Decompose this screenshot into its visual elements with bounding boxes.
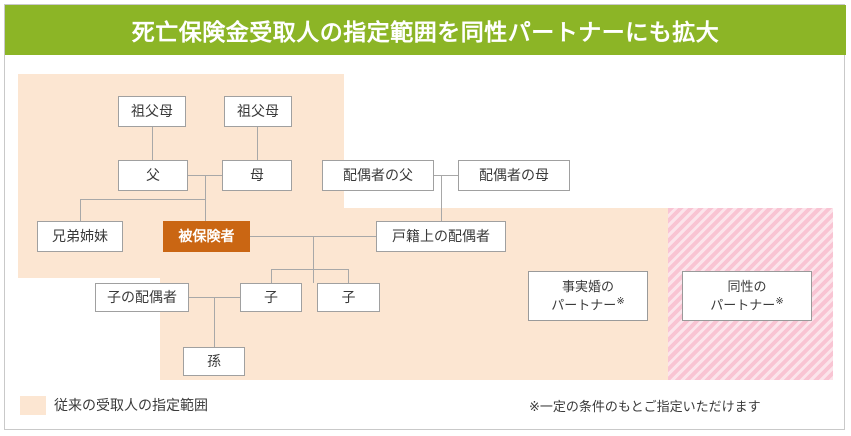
partner-label-line2: パートナー※ <box>551 296 625 313</box>
connector-grandparents-maternal-to-mother <box>257 127 258 160</box>
connector-sibling-branch <box>80 199 206 200</box>
node-label: 父 <box>146 166 160 183</box>
node-same-sex-partner[interactable]: 同性の パートナー※ <box>682 271 812 321</box>
node-siblings[interactable]: 兄弟姉妹 <box>37 221 123 252</box>
node-child-1[interactable]: 子 <box>240 283 302 312</box>
node-label: 配偶者の母 <box>479 166 549 183</box>
connector-grandchild-drop <box>214 297 215 347</box>
node-father[interactable]: 父 <box>118 160 188 191</box>
node-label: 母 <box>250 166 264 183</box>
connector-children-bus <box>271 269 349 270</box>
node-grandchild[interactable]: 孫 <box>183 347 245 376</box>
node-label: 戸籍上の配偶者 <box>392 227 490 244</box>
node-mother[interactable]: 母 <box>222 160 292 191</box>
node-child-spouse[interactable]: 子の配偶者 <box>95 283 189 312</box>
node-grandparents-paternal[interactable]: 祖父母 <box>118 96 186 127</box>
node-label: 配偶者の父 <box>343 166 413 183</box>
header-banner: 死亡保険金受取人の指定範囲を同性パートナーにも拡大 <box>5 5 846 55</box>
partner-label-line1: 事実婚の <box>561 278 614 294</box>
node-label: 被保険者 <box>178 227 235 244</box>
connector-spouse-parents-drop <box>441 175 442 221</box>
connector-child-2-riser <box>348 269 349 283</box>
partner-label-line1: 同性の <box>727 278 767 294</box>
node-label: 祖父母 <box>237 102 279 119</box>
node-legal-spouse[interactable]: 戸籍上の配偶者 <box>376 221 506 252</box>
node-insured[interactable]: 被保険者 <box>163 221 250 252</box>
node-spouse-father[interactable]: 配偶者の父 <box>322 160 434 191</box>
node-label: 子 <box>341 288 356 305</box>
legend-label: 従来の受取人の指定範囲 <box>54 397 208 413</box>
page-title: 死亡保険金受取人の指定範囲を同性パートナーにも拡大 <box>131 19 720 45</box>
connector-sibling-drop <box>80 199 81 221</box>
connector-union-to-children-drop <box>313 236 314 283</box>
node-label: 兄弟姉妹 <box>52 227 108 244</box>
connector-parents-drop <box>205 175 206 221</box>
connector-grandparents-paternal-to-father <box>152 127 153 160</box>
node-label: 子の配偶者 <box>107 288 177 305</box>
node-common-law-partner[interactable]: 事実婚の パートナー※ <box>528 271 648 321</box>
node-grandparents-maternal[interactable]: 祖父母 <box>224 96 292 127</box>
conventional-range-region-left-bridge <box>18 268 160 278</box>
connector-child-1-riser <box>271 269 272 283</box>
partner-label-line2: パートナー※ <box>710 296 784 313</box>
footnote-marker: ※ <box>775 296 784 308</box>
footnote-text: ※一定の条件のもとご指定いただけます <box>529 399 761 414</box>
footnote-marker: ※ <box>616 296 625 308</box>
node-label: 祖父母 <box>131 102 173 119</box>
connector-spouse-parents <box>434 175 468 176</box>
node-label: 孫 <box>207 352 221 369</box>
node-spouse-mother[interactable]: 配偶者の母 <box>458 160 570 191</box>
legend-swatch <box>20 396 46 415</box>
node-child-2[interactable]: 子 <box>317 283 380 312</box>
node-label: 子 <box>264 288 278 305</box>
